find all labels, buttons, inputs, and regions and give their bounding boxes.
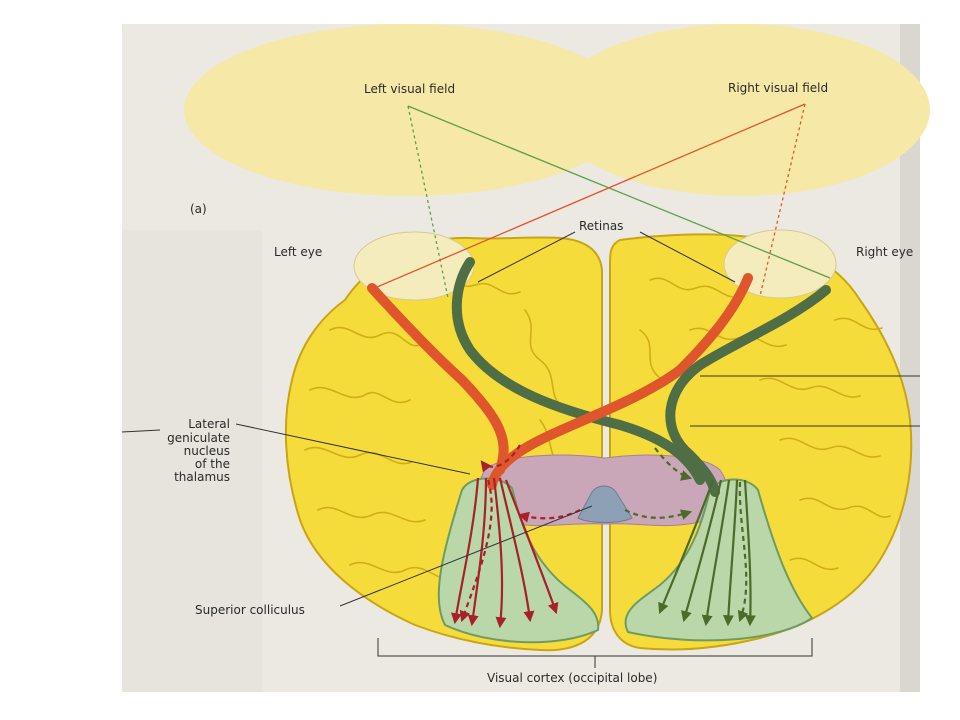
right-visual-field-label: Right visual field bbox=[728, 81, 828, 95]
right-page-margin bbox=[900, 24, 920, 692]
retinas-label: Retinas bbox=[579, 219, 623, 233]
left-visual-field-label: Left visual field bbox=[364, 82, 455, 96]
optic-pathways bbox=[367, 257, 831, 497]
right-eye-temporal-pathway bbox=[665, 285, 831, 497]
svg-text:geniculate: geniculate bbox=[167, 431, 230, 445]
visual-field-rays bbox=[369, 103, 831, 299]
visual-cortex-label: Visual cortex (occipital lobe) bbox=[487, 671, 657, 685]
right-visual-field bbox=[550, 24, 930, 196]
right-eye-nasal-pathway bbox=[487, 273, 753, 490]
svg-text:Lateral: Lateral bbox=[188, 417, 230, 431]
svg-text:thalamus: thalamus bbox=[174, 470, 230, 484]
left-eye-retina bbox=[353, 231, 475, 301]
right-visual-cortex bbox=[624, 478, 814, 642]
svg-text:nucleus: nucleus bbox=[184, 444, 230, 458]
superior-colliculus bbox=[577, 485, 633, 523]
panel-label: (a) bbox=[190, 202, 207, 216]
left-visual-field bbox=[184, 24, 632, 196]
right-eye-label: Right eye bbox=[856, 245, 913, 259]
leader-lines bbox=[121, 231, 920, 668]
lgn-label: Lateral geniculate nucleus of the thalam… bbox=[167, 417, 230, 484]
left-eye-temporal-pathway bbox=[367, 283, 509, 475]
left-eye-label: Left eye bbox=[274, 245, 322, 259]
left-eye-nasal-pathway bbox=[451, 257, 705, 485]
optic-radiations bbox=[451, 444, 756, 629]
page-text-margin bbox=[122, 230, 262, 692]
svg-text:of the: of the bbox=[195, 457, 230, 471]
superior-colliculus-label: Superior colliculus bbox=[195, 603, 305, 617]
